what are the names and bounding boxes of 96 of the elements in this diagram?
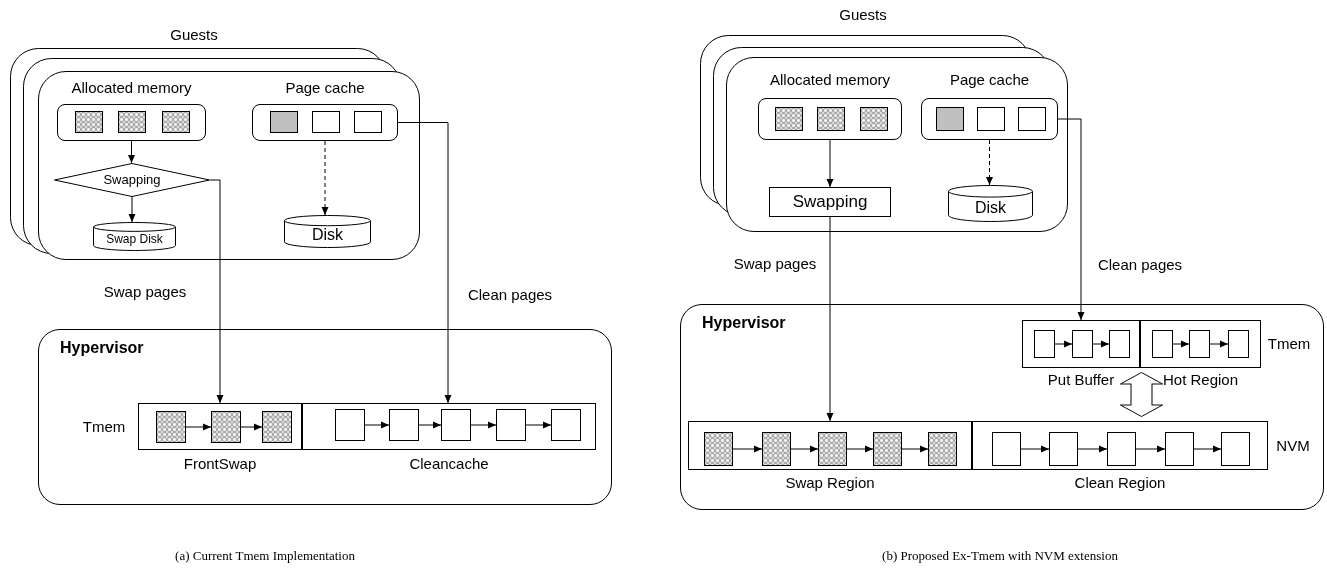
node-label: Swap Region (785, 474, 875, 492)
edge-label: Clean pages (467, 286, 553, 304)
node-label: Tmem (1267, 335, 1311, 353)
arrow (901, 445, 929, 453)
arrow (1054, 340, 1073, 348)
memory-page (551, 409, 581, 441)
node-label: Disk (974, 198, 1007, 217)
process-box (769, 187, 891, 217)
memory-page (1018, 107, 1046, 131)
arrow (364, 421, 390, 429)
memory-page (118, 111, 146, 133)
memory-page (775, 107, 803, 131)
figure-caption: (a) Current Tmem Implementation (175, 548, 355, 564)
node-label: Swap Disk (106, 232, 163, 247)
memory-page (928, 432, 957, 466)
memory-page (389, 409, 419, 441)
arrow (846, 445, 874, 453)
memory-page (270, 111, 298, 133)
memory-page (75, 111, 103, 133)
memory-page (1049, 432, 1078, 466)
memory-page (817, 107, 845, 131)
memory-page (262, 411, 292, 443)
arrow (1020, 445, 1050, 453)
arrow (1193, 445, 1222, 453)
node-label: Swapping (103, 172, 161, 188)
arrow (470, 421, 497, 429)
memory-page (860, 107, 888, 131)
node-label: FrontSwap (183, 455, 257, 473)
arrow (1135, 445, 1166, 453)
hypervisor-box (38, 329, 612, 505)
box-heading: Hypervisor (60, 339, 144, 358)
memory-page (818, 432, 847, 466)
arrow (826, 139, 834, 188)
memory-page (1221, 432, 1250, 466)
memory-page (156, 411, 186, 443)
node-label: Hot Region (1163, 371, 1238, 389)
disk-cylinder (948, 185, 1033, 222)
box-heading: Allocated memory (71, 79, 192, 97)
memory-page (211, 411, 241, 443)
node-label: Put Buffer (1047, 371, 1115, 389)
disk-cylinder (93, 222, 176, 251)
node-label: Clean Region (1074, 474, 1166, 492)
arrow (1209, 340, 1229, 348)
memory-page (312, 111, 340, 133)
node-label: Cleancache (409, 455, 489, 473)
memory-page (1107, 432, 1136, 466)
memory-page (1034, 330, 1055, 358)
memory-page (762, 432, 791, 466)
arrow (732, 445, 763, 453)
arrow (1057, 118, 1085, 321)
memory-page (936, 107, 964, 131)
box-heading: Hypervisor (702, 314, 786, 333)
arrow (418, 421, 442, 429)
hypervisor-box (680, 304, 1324, 510)
node-label: NVM (1276, 436, 1310, 455)
group-heading: Guests (839, 6, 887, 24)
group-heading: Guests (170, 26, 218, 44)
arrow (321, 140, 329, 216)
arrow (209, 179, 224, 404)
arrow (128, 140, 135, 164)
box-heading: Page cache (949, 71, 1030, 89)
memory-page (441, 409, 471, 441)
box-heading: Allocated memory (770, 71, 890, 89)
arrow (525, 421, 552, 429)
node-label: Swapping (792, 192, 868, 212)
decision-diamond (54, 163, 210, 197)
memory-page (704, 432, 733, 466)
arrow (986, 139, 993, 186)
memory-page (1109, 330, 1130, 358)
memory-page (1072, 330, 1093, 358)
arrow (790, 445, 819, 453)
arrow (1092, 340, 1110, 348)
disk-cylinder (284, 215, 371, 248)
memory-page (1228, 330, 1249, 358)
memory-page (1165, 432, 1194, 466)
arrow (397, 122, 452, 404)
figure-caption: (b) Proposed Ex-Tmem with NVM extension (882, 548, 1118, 564)
arrow (240, 423, 263, 431)
node-label: Disk (311, 225, 344, 244)
memory-page (1152, 330, 1173, 358)
memory-page (873, 432, 902, 466)
memory-page (354, 111, 382, 133)
memory-page (335, 409, 365, 441)
node-label: Tmem (82, 417, 126, 436)
arrow (826, 216, 834, 422)
arrow (128, 196, 136, 223)
box-heading: Page cache (285, 79, 365, 97)
memory-page (1189, 330, 1210, 358)
memory-page (977, 107, 1005, 131)
memory-page (162, 111, 190, 133)
arrow (185, 423, 212, 431)
edge-label: Clean pages (1097, 256, 1183, 274)
memory-page (496, 409, 526, 441)
memory-page (992, 432, 1021, 466)
arrow (1077, 445, 1108, 453)
arrow (1172, 340, 1190, 348)
